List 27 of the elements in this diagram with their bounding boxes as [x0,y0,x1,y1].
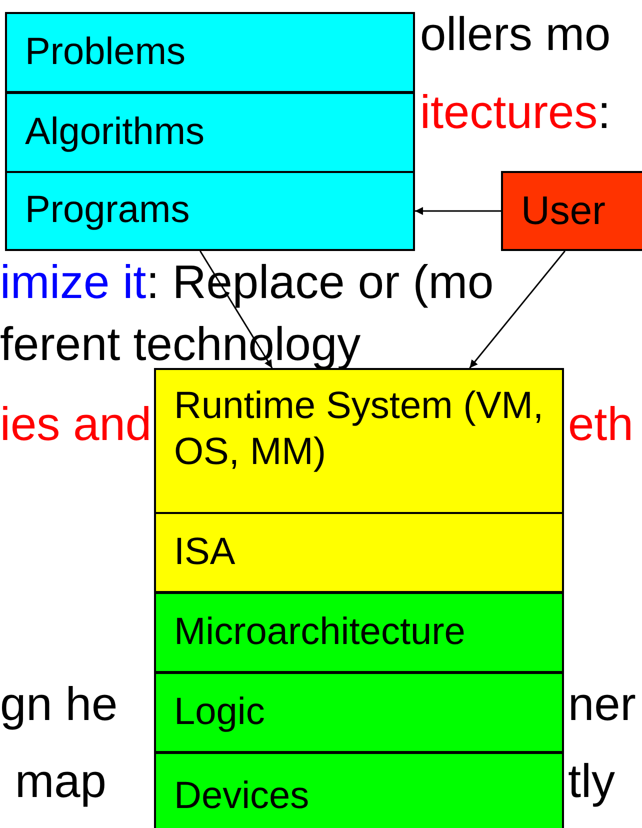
layer-box [154,512,564,593]
arrow [415,207,501,215]
layer-label: Algorithms [25,110,204,155]
layer-box [154,592,564,673]
user-box [501,171,642,251]
layer-box [5,12,415,93]
layer-label: Logic [174,690,265,735]
layer-box [154,752,564,828]
layer-box [5,92,415,173]
slide-text: ies and [0,400,152,447]
layer-label: Problems [25,30,186,75]
slide-text: ollers mo [420,10,611,57]
layer-label: Runtime System (VM, OS, MM) [174,384,544,475]
layer-label: User [521,188,606,235]
layer-label: Microarchitecture [174,610,466,655]
layer-label: Devices [174,774,310,820]
layer-label: ISA [174,530,236,575]
layer-box [154,368,564,514]
layer-box [154,672,564,753]
arrow [469,250,566,368]
slide-text: ner [568,680,636,727]
slide-text: imize it [0,258,146,305]
slide-text: : [598,88,611,135]
layer-label: Programs [25,188,190,234]
slide-text: eth [568,400,634,447]
slide-text: itectures [420,88,598,135]
layer-box [5,171,415,251]
